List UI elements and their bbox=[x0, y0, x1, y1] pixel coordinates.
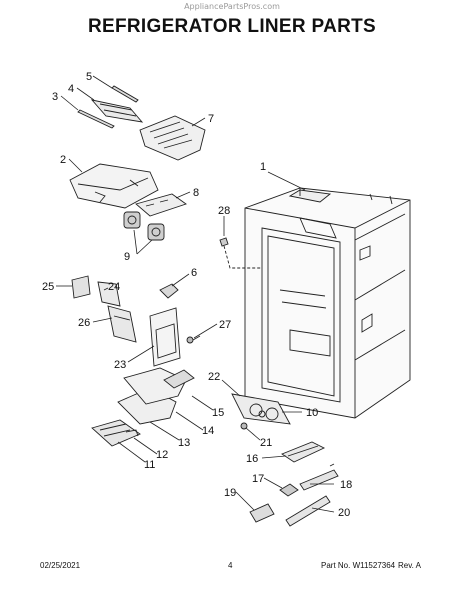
callout-4: 4 bbox=[68, 83, 74, 95]
callout-2: 2 bbox=[60, 154, 66, 166]
page-title: REFRIGERATOR LINER PARTS bbox=[88, 16, 376, 37]
callout-14: 14 bbox=[202, 425, 214, 437]
callout-24: 24 bbox=[108, 281, 120, 293]
callout-12: 12 bbox=[156, 449, 168, 461]
latch-part-6 bbox=[159, 283, 179, 299]
footer-date: 02/25/2021 bbox=[40, 561, 81, 570]
callout-15: 15 bbox=[212, 407, 224, 419]
callout-21: 21 bbox=[260, 437, 272, 449]
callout-labels: 1 2 3 4 5 6 7 8 9 10 11 12 13 14 15 16 1… bbox=[42, 71, 352, 519]
callout-23: 23 bbox=[114, 359, 126, 371]
callout-26: 26 bbox=[78, 317, 90, 329]
watermark: AppliancePartsPros.com bbox=[184, 2, 280, 11]
callout-22: 22 bbox=[208, 371, 220, 383]
panel-part-23 bbox=[149, 307, 181, 367]
motor-parts-10-22 bbox=[231, 393, 291, 425]
callout-13: 13 bbox=[178, 437, 190, 449]
callout-16: 16 bbox=[246, 453, 258, 465]
callout-25: 25 bbox=[42, 281, 54, 293]
callout-28: 28 bbox=[218, 205, 230, 217]
leader-lines bbox=[56, 75, 335, 513]
callout-8: 8 bbox=[193, 187, 199, 199]
bracket-part-16 bbox=[281, 441, 326, 463]
callout-10: 10 bbox=[306, 407, 318, 419]
tray-part-2 bbox=[69, 163, 159, 209]
callout-27: 27 bbox=[219, 319, 231, 331]
callout-18: 18 bbox=[340, 479, 352, 491]
footer-part-number: Part No. W11527364 bbox=[321, 561, 396, 570]
callout-19: 19 bbox=[224, 487, 236, 499]
callout-20: 20 bbox=[338, 507, 350, 519]
footer-page-number: 4 bbox=[228, 561, 233, 570]
vent-part-7 bbox=[139, 115, 206, 161]
bracket-part-8 bbox=[135, 193, 187, 217]
callout-5: 5 bbox=[86, 71, 92, 83]
callout-11: 11 bbox=[144, 459, 155, 471]
callout-7: 7 bbox=[208, 113, 214, 125]
footer-revision: Rev. A bbox=[398, 561, 421, 570]
crisper-parts-11-15 bbox=[91, 367, 195, 447]
callout-9: 9 bbox=[124, 251, 130, 263]
damper-parts-24-25-26 bbox=[71, 275, 137, 343]
clip-part-28 bbox=[219, 237, 262, 269]
callout-1: 1 bbox=[260, 161, 266, 173]
filter-parts-17-20 bbox=[249, 463, 339, 527]
callout-17: 17 bbox=[252, 473, 264, 485]
callout-6: 6 bbox=[191, 267, 197, 279]
parts-3-4-5 bbox=[77, 85, 144, 129]
liner-part-1 bbox=[244, 187, 411, 419]
screw-part-27 bbox=[186, 335, 201, 344]
callout-3: 3 bbox=[52, 91, 58, 103]
screw-part-21 bbox=[240, 422, 248, 430]
fans-part-9 bbox=[123, 211, 165, 241]
